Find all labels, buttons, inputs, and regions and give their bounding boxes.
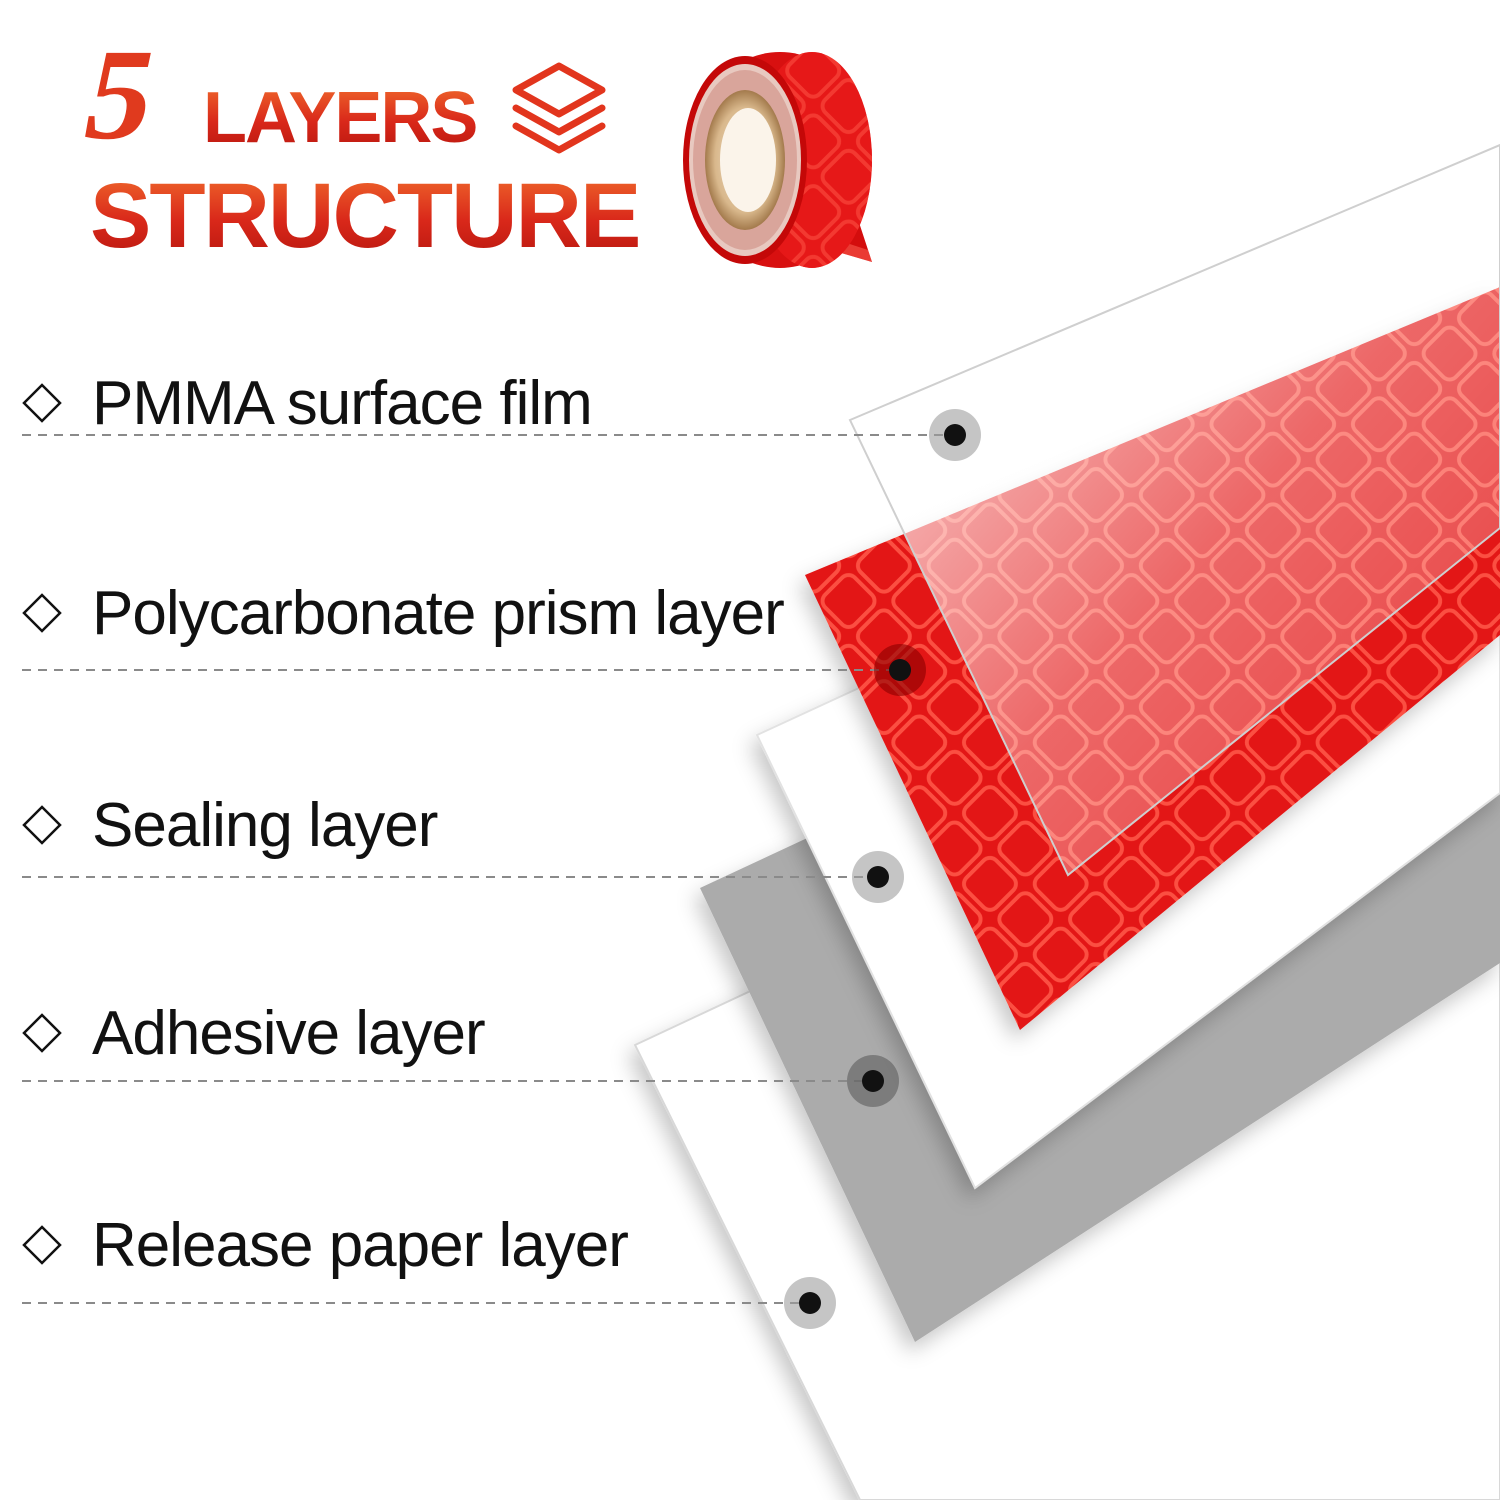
layer-label-text: Release paper layer xyxy=(92,1210,629,1280)
diamond-outline-icon xyxy=(22,805,62,845)
title-layers: LAYERS xyxy=(203,78,478,158)
layer-label-sealing: Sealing layer xyxy=(22,790,438,860)
diamond-outline-icon xyxy=(22,383,62,423)
layer-label-text: PMMA surface film xyxy=(92,368,593,438)
pmma-film-sheet xyxy=(848,143,1500,877)
diamond-outline-icon xyxy=(22,1013,62,1053)
layer-label-pmma: PMMA surface film xyxy=(22,368,593,438)
layer-label-text: Sealing layer xyxy=(92,790,438,860)
layer-label-release: Release paper layer xyxy=(22,1210,629,1280)
title-structure: STRUCTURE xyxy=(90,165,641,267)
callout-dot-icon xyxy=(784,1277,836,1329)
callout-dot-icon xyxy=(852,851,904,903)
layer-label-text: Polycarbonate prism layer xyxy=(92,578,785,648)
layer-label-text: Adhesive layer xyxy=(92,998,486,1068)
stacked-layers-icon xyxy=(512,62,606,154)
callout-dot-icon xyxy=(929,409,981,461)
red-reflective-tape-roll-icon xyxy=(683,52,872,268)
diamond-outline-icon xyxy=(22,1225,62,1265)
diamond-outline-icon xyxy=(22,593,62,633)
layer-label-adhesive: Adhesive layer xyxy=(22,998,486,1068)
layer-label-prism: Polycarbonate prism layer xyxy=(22,578,785,648)
callout-dot-icon xyxy=(874,644,926,696)
callout-dot-icon xyxy=(847,1055,899,1107)
